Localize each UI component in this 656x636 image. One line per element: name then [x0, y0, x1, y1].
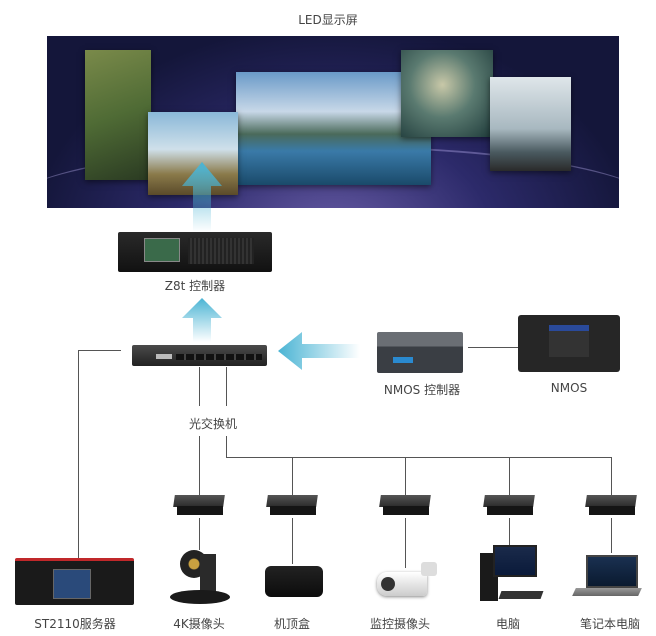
- device-label-pc: 电脑: [495, 617, 521, 631]
- line-switch-b-bottom: [226, 436, 228, 457]
- photo-mountain-lake: [236, 72, 431, 185]
- controller-display: [144, 238, 180, 262]
- arrow-up-to-controller: [182, 298, 222, 342]
- converter-box-laptop: [585, 495, 637, 517]
- device-label-set-top-box: 机顶盒: [273, 617, 311, 631]
- laptop-device: [572, 555, 642, 600]
- server-screen: [53, 569, 91, 599]
- usb-ports: [393, 357, 413, 363]
- line-switch-b-top: [226, 367, 228, 406]
- led-screen-title: LED显示屏: [298, 13, 358, 27]
- nmos-tablet-device: [518, 315, 620, 372]
- led-screen: [47, 36, 619, 208]
- line-pc: [509, 518, 511, 546]
- line-cctv: [405, 518, 407, 568]
- switch-ports: [156, 354, 172, 359]
- ptz-camera-device: [168, 550, 232, 605]
- desktop-pc-device: [480, 545, 545, 605]
- line-to-cctv-relay: [405, 457, 407, 495]
- device-label-cctv: 监控摄像头: [369, 617, 431, 631]
- z8t-controller-device: [118, 232, 272, 272]
- device-label-st2110: ST2110服务器: [34, 617, 116, 631]
- set-top-box-device: [265, 566, 323, 597]
- line-4k: [199, 518, 201, 550]
- photo-butterfly: [401, 50, 493, 137]
- line-switch-to-server-h: [78, 350, 121, 352]
- line-to-laptop-relay: [611, 457, 613, 495]
- line-switch-to-server-v: [78, 350, 80, 558]
- line-to-4k-relay: [199, 436, 201, 495]
- cctv-camera-device: [375, 560, 441, 600]
- arrow-up-to-screen: [182, 162, 222, 232]
- switch-sfp-ports: [176, 354, 262, 360]
- line-laptop: [611, 518, 613, 553]
- nmos-controller-label: NMOS 控制器: [383, 383, 461, 397]
- z8t-controller-label: Z8t 控制器: [164, 279, 226, 293]
- photo-hummingbird: [85, 50, 151, 180]
- nmos-label: NMOS: [550, 381, 588, 395]
- device-label-4k-camera: 4K摄像头: [173, 617, 225, 631]
- nmos-controller-device: [377, 332, 463, 373]
- st2110-server-device: [15, 558, 134, 605]
- line-switch-a-top: [199, 367, 201, 406]
- line-to-stb-relay: [292, 457, 294, 495]
- optical-switch-device: [132, 345, 267, 366]
- line-nmos-link: [468, 347, 518, 349]
- device-label-laptop: 笔记本电脑: [579, 617, 641, 631]
- photo-boat: [490, 77, 571, 171]
- arrow-left-to-switch: [278, 332, 360, 370]
- tablet-screen: [549, 325, 589, 357]
- switch-label: 光交换机: [188, 417, 238, 431]
- line-to-pc-relay: [509, 457, 511, 495]
- converter-box-cctv: [379, 495, 431, 517]
- converter-box-4k: [173, 495, 225, 517]
- converter-box-pc: [483, 495, 535, 517]
- line-stb: [292, 518, 294, 564]
- controller-vent: [188, 238, 254, 264]
- line-bus: [226, 457, 612, 459]
- converter-box-stb: [266, 495, 318, 517]
